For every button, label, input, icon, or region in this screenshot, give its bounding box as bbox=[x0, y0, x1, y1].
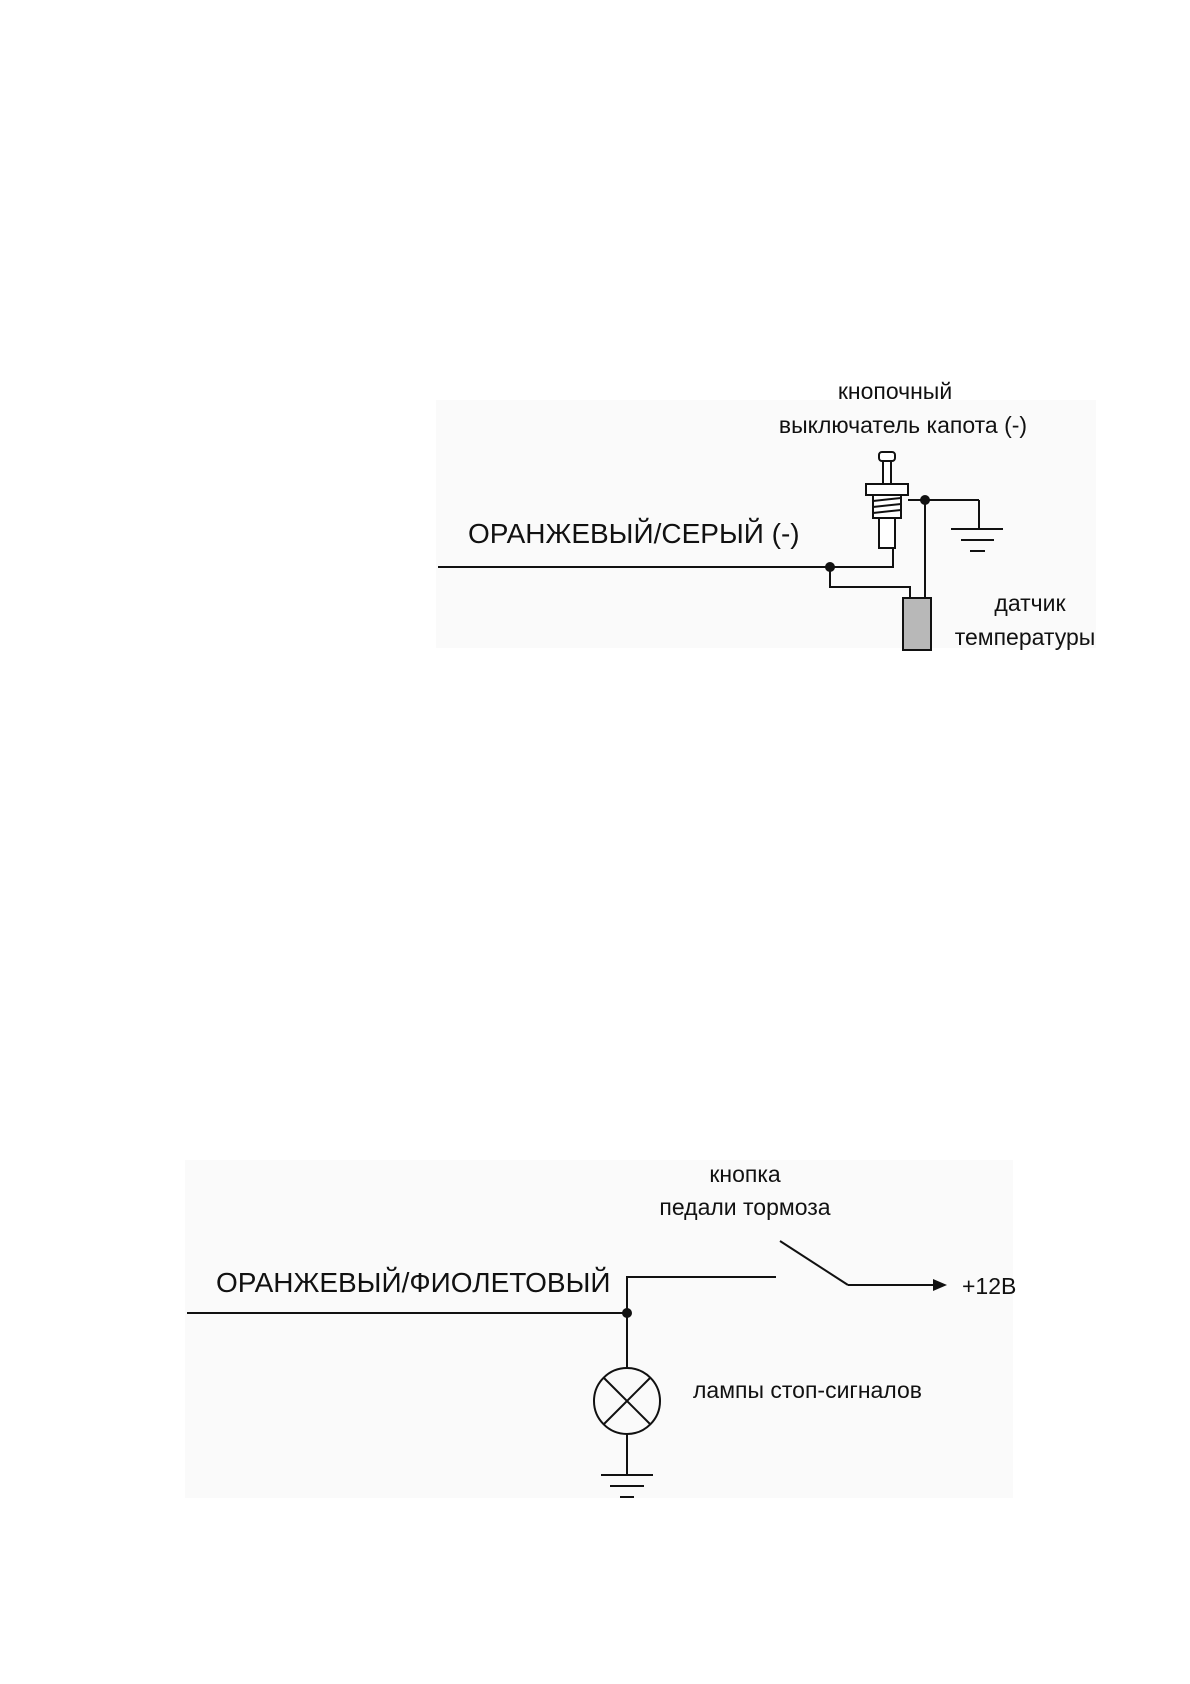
brake-diagram-background bbox=[185, 1160, 1013, 1498]
sensor-branch-wire bbox=[829, 567, 911, 598]
supply-label: +12В bbox=[962, 1273, 1016, 1299]
button-label-line1: кнопка bbox=[709, 1161, 781, 1187]
hood-switch-diagram: кнопочный выключатель капота (-) ОРАНЖЕВ… bbox=[436, 378, 1096, 651]
lamp-label: лампы стоп-сигналов bbox=[693, 1377, 922, 1403]
brake-pedal-switch-icon bbox=[779, 1240, 849, 1286]
switch-label-line2: выключатель капота (-) bbox=[779, 412, 1027, 438]
brake-pedal-diagram: кнопка педали тормоза ОРАНЖЕВЫЙ/ФИОЛЕТОВ… bbox=[185, 1160, 1016, 1498]
hood-pushbutton-switch-icon bbox=[865, 451, 909, 549]
ground-icon bbox=[601, 1474, 653, 1498]
button-label-line2: педали тормоза bbox=[659, 1194, 830, 1220]
sensor-label-line1: датчик bbox=[994, 590, 1066, 616]
switch-wire bbox=[626, 1276, 776, 1313]
sensor-label-line2: температуры bbox=[955, 624, 1096, 650]
ground-icon bbox=[951, 500, 1003, 552]
switch-branch-wire bbox=[830, 548, 894, 568]
hood-diagram-background bbox=[436, 400, 1096, 648]
switch-label-line1: кнопочный bbox=[838, 378, 952, 404]
hood-wire-label: ОРАНЖЕВЫЙ/СЕРЫЙ (-) bbox=[468, 518, 800, 549]
temperature-sensor-icon bbox=[902, 597, 932, 651]
arrow-right-icon bbox=[933, 1279, 947, 1291]
brake-wire-label: ОРАНЖЕВЫЙ/ФИОЛЕТОВЫЙ bbox=[216, 1267, 611, 1298]
